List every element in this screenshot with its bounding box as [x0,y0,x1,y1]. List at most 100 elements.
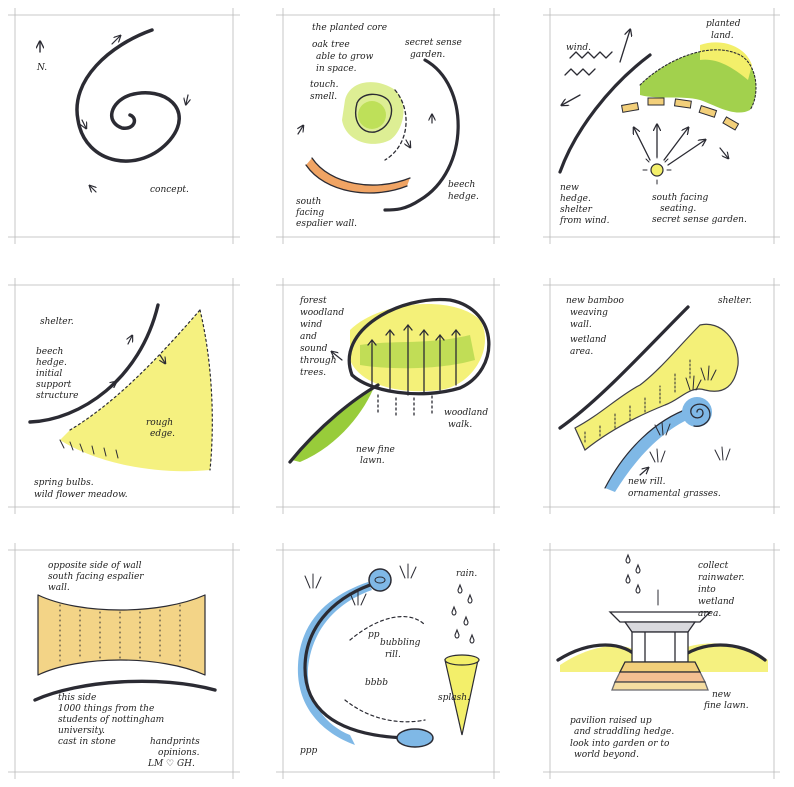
beech-hedge-curve [28,303,160,424]
espalier-wall-orange [306,158,410,193]
note-wind: wind [300,320,322,330]
pavilion-structure [608,611,712,691]
note-through: through [300,356,337,366]
note-oak-space: in space. [316,64,357,74]
note-south-facing: south facing [652,193,709,203]
note-hedge: hedge. [448,192,479,202]
note-facing: facing [295,208,324,218]
new-hedge-arc [558,53,652,174]
panel-espalier-wall: opposite side of wall south facing espal… [8,543,240,779]
splash-basin [396,728,434,748]
note-pp: pp [368,630,380,640]
panel-bubbling-rill: rain. bubbling rill. splash. pp bbbb ppp [276,543,500,779]
meadow-yellow [60,310,213,472]
note-opposite-side: opposite side of wall [48,561,142,571]
note-woodland-walk-1: woodland [444,408,488,418]
north-label: N. [36,63,47,73]
note-south: south [296,197,321,207]
note-shelter: shelter. [40,317,74,327]
note-ornamental-grasses: ornamental grasses. [628,489,721,499]
note-secret-sense-garden: secret sense garden. [652,215,747,225]
note-splash: splash. [438,693,470,703]
note-secret-garden: garden. [410,50,445,60]
panel-bamboo-rill: new bamboo weaving wall. wetland area. s… [543,278,780,514]
note-new-fine: new fine [356,445,395,455]
note-planted-core: the planted core [312,23,387,33]
note-wall: wall. [570,320,592,330]
panel-concept: N. concept. [8,8,240,244]
panel-woodland: forest woodland wind and sound through t… [276,278,500,514]
rill-water-blue [297,582,372,745]
note-rough: rough [146,418,173,428]
note-into: into [698,585,716,595]
note-wind: wind. [566,43,591,53]
bamboo-weaving-wall [574,323,739,451]
panel-planted-land: planted land. wind. new hedge. shelter f… [543,8,780,244]
note-rainwater: rainwater. [698,573,745,583]
new-lawn-green [292,385,375,462]
note-beech: beech [36,347,63,357]
note-hedge: hedge. [36,358,67,368]
note-and: and [300,332,317,342]
note-seating: seating. [660,204,696,214]
grass-tufts [304,563,417,606]
ornamental-grasses [649,365,731,463]
concept-label: concept. [150,185,189,195]
note-land: land. [711,31,734,41]
spiral-pool-icon [682,397,712,427]
note-students: students of nottingham [58,715,164,725]
wind-arrow [569,51,613,59]
note-look-into: look into garden or to [570,739,670,749]
note-beech: beech [448,180,475,190]
note-wetland-9: wetland [698,597,735,607]
panel-meadow: shelter. beech hedge. initial support st… [8,278,240,514]
sun-icon [650,163,664,177]
note-south-facing-espalier: south facing espalier [48,572,144,582]
note-opinions: opinions. [158,748,200,758]
note-trees: trees. [300,368,326,378]
note-oak-grow: able to grow [316,52,374,62]
note-this-side: this side [58,693,96,703]
note-touch: touch. [310,80,339,90]
rain-drops-9 [625,553,641,594]
note-sound: sound [300,344,328,354]
note-rill: rill. [385,650,401,660]
note-pavilion: pavilion raised up [570,716,652,726]
note-new-hedge: hedge. [560,194,591,204]
panel-planted-core: the planted core oak tree able to grow i… [276,8,500,244]
note-bbbb: bbbb [365,678,388,688]
signature: LM ♡ GH. [147,759,195,769]
pavilion-lawn [560,645,640,672]
note-initial: initial [36,369,62,379]
note-planted: planted [706,19,741,29]
note-handprints: handprints [150,737,200,747]
note-area-9: area. [698,609,721,619]
note-woodland-walk-2: walk. [448,420,472,430]
note-oak-tree: oak tree [312,40,350,50]
note-ppp: ppp [300,746,318,756]
note-smell: smell. [310,92,337,102]
note-bubbling: bubbling [380,638,421,648]
note-secret-sense: secret sense [405,38,462,48]
wall-curve [33,679,217,702]
note-collect: collect [698,561,729,571]
note-new: new [560,183,579,193]
note-weaving: weaving [570,308,608,318]
note-new-rill: new rill. [628,477,666,487]
note-new-bamboo: new bamboo [566,296,625,306]
tree-trunks [367,324,461,396]
note-forest: forest [299,296,327,306]
note-spring-bulbs: spring bulbs. [34,478,94,488]
panel-pavilion: collect rainwater. into wetland area. ne… [543,543,780,779]
shelter-line [558,305,690,430]
note-area: area. [570,347,593,357]
note-straddling: and straddling hedge. [574,727,674,737]
note-lawn: lawn. [360,456,385,466]
note-world-beyond: world beyond. [574,750,639,760]
note-cast-in-stone: cast in stone [58,737,116,747]
new-rill-blue [605,408,696,492]
note-wetland: wetland [570,335,607,345]
note-wild-flower-meadow: wild flower meadow. [34,490,128,500]
seating-blocks [621,97,740,131]
